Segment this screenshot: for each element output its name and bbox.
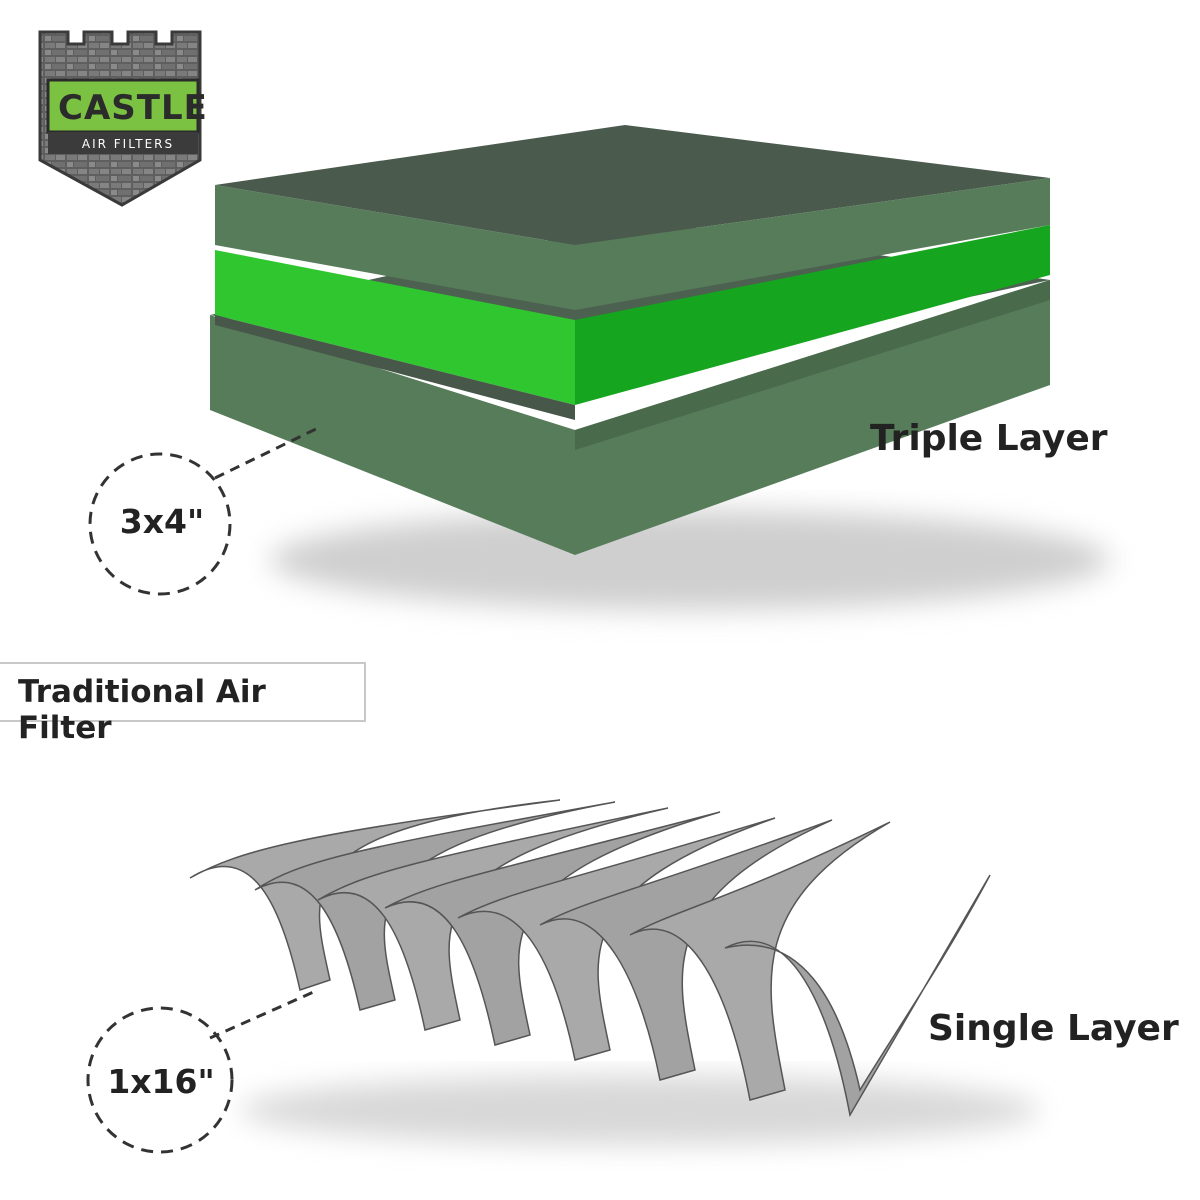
traditional-section-title: Traditional Air Filter — [18, 674, 266, 746]
triple-filter-shadow — [270, 510, 1110, 610]
top-layer-side — [575, 178, 1050, 310]
triple-layer-filter — [210, 125, 1050, 555]
top-layer-top — [215, 125, 1050, 245]
traditional-section-header: Traditional Air Filter — [0, 662, 366, 746]
logo-green-banner — [46, 78, 200, 134]
logo-tagline-text: AIR FILTERS — [81, 137, 175, 151]
single-layer-label: Single Layer — [928, 1008, 1179, 1049]
single-dimension-label: 1x16" — [107, 1062, 215, 1101]
bottom-layer-side — [575, 280, 1050, 555]
bottom-layer-side-shade — [575, 280, 1050, 450]
triple-dimension-circle — [88, 452, 232, 596]
pleat-filter-shadow — [240, 1075, 1040, 1145]
single-layer-filter — [189, 799, 991, 1118]
single-leader-line — [209, 988, 319, 1040]
logo-brand-text: CASTLE — [58, 88, 208, 128]
middle-layer-front — [215, 250, 575, 405]
middle-layer-bottom-gap — [215, 315, 575, 420]
pleat-7 — [629, 821, 891, 1101]
bottom-layer-front — [210, 315, 575, 555]
triple-leader-line — [214, 426, 319, 480]
logo-dark-banner — [48, 132, 198, 154]
single-dimension-circle — [86, 1006, 234, 1154]
top-layer-front — [215, 185, 575, 310]
castle-logo — [38, 30, 202, 207]
triple-layer-label: Triple Layer — [870, 418, 1108, 459]
triple-dimension-label: 3x4" — [119, 502, 205, 541]
pleat-8 — [724, 874, 991, 1118]
middle-layer-side — [575, 225, 1050, 405]
